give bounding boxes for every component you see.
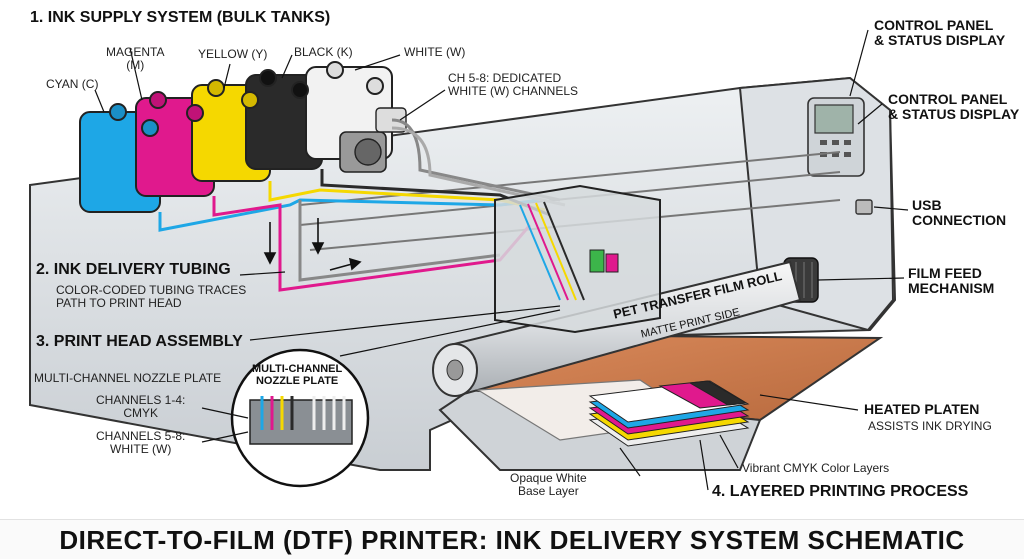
- label-white: WHITE (W): [404, 45, 466, 59]
- status-display: [814, 104, 854, 134]
- label-yellow: YELLOW (Y): [198, 47, 268, 61]
- ink-supply-title: 1. INK SUPPLY SYSTEM (BULK TANKS): [30, 9, 331, 26]
- label-assists: ASSISTS INK DRYING: [868, 419, 992, 433]
- label-opaque: Opaque White Base Layer: [510, 471, 587, 498]
- label-layered-process: 4. LAYERED PRINTING PROCESS: [712, 483, 969, 500]
- label-channels-cmyk: CHANNELS 1-4: CMYK: [96, 393, 186, 420]
- label-ch-dedicated: CH 5-8: DEDICATED WHITE (W) CHANNELS: [448, 71, 578, 98]
- label-cyan: CYAN (C): [46, 77, 99, 91]
- label-channels-white: CHANNELS 5-8: WHITE (W): [96, 429, 186, 456]
- label-vibrant: Vibrant CMYK Color Layers: [742, 461, 890, 475]
- label-magenta: MAGENTA (M): [106, 45, 165, 72]
- footer-title: DIRECT-TO-FILM (DTF) PRINTER: INK DELIVE…: [0, 519, 1024, 559]
- tubing-title: 2. INK DELIVERY TUBING: [36, 261, 231, 278]
- label-black: BLACK (K): [294, 45, 353, 59]
- usb-port: [855, 199, 873, 215]
- ink-tanks: [79, 61, 393, 213]
- print-head-carriage: [494, 184, 661, 334]
- printer-illustration: [29, 29, 909, 491]
- label-control-panel-2: CONTROL PANEL & STATUS DISPLAY: [888, 91, 1020, 122]
- print-head-title: 3. PRINT HEAD ASSEMBLY: [36, 333, 243, 350]
- nozzle-plate-left: MULTI-CHANNEL NOZZLE PLATE: [34, 371, 222, 385]
- label-usb: USB CONNECTION: [912, 197, 1007, 228]
- pet-film-roll: [432, 260, 802, 397]
- leader-lines: [94, 29, 909, 491]
- label-nozzle-inset: MULTI-CHANNEL NOZZLE PLATE: [252, 363, 343, 387]
- flow-arrows: [263, 218, 362, 271]
- layered-print-stack: [588, 380, 750, 447]
- pump-unit: [339, 107, 407, 173]
- label-heated-platen: HEATED PLATEN: [864, 401, 980, 417]
- label-control-panel-1: CONTROL PANEL & STATUS DISPLAY: [874, 17, 1006, 48]
- tubing-subtitle: COLOR-CODED TUBING TRACES PATH TO PRINT …: [56, 283, 247, 310]
- nozzle-inset: [201, 309, 561, 488]
- label-film-feed: FILM FEED MECHANISM: [908, 265, 995, 296]
